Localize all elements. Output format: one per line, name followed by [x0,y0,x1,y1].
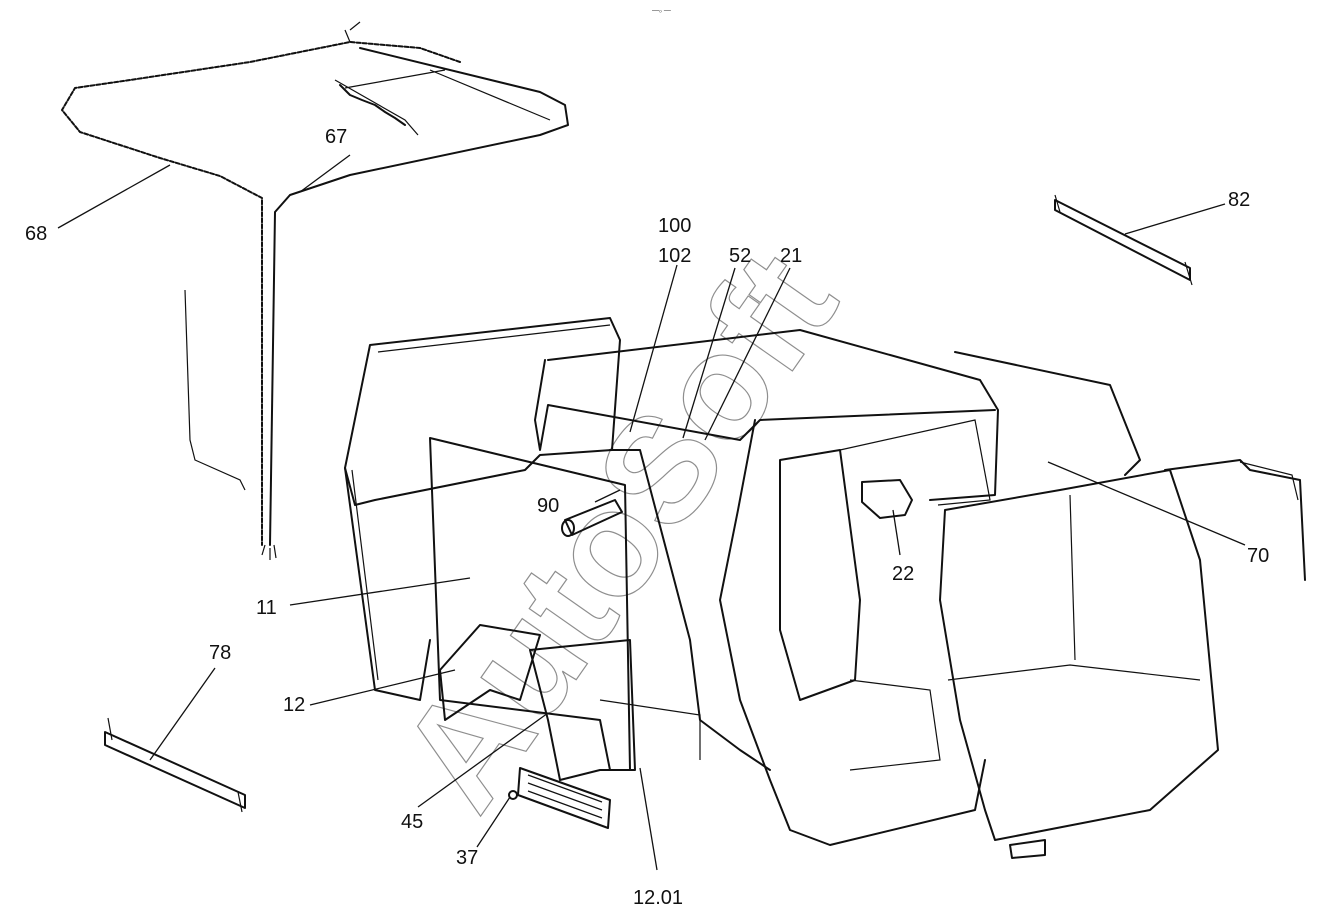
rail-82 [1054,194,1193,286]
callout-100: 100 [658,215,691,237]
wiring-harness-68 [61,21,461,560]
cylinder-90 [561,499,623,537]
callout-67: 67 [325,126,347,148]
callout-22: 22 [892,563,914,585]
leader-lines [57,154,1246,871]
motor-22 [861,479,913,519]
top-note: —₀ — [652,7,671,14]
callout-78: 78 [209,642,231,664]
callout-90: 90 [537,495,559,517]
svg-text:AutoSoft: AutoSoft [367,223,868,838]
watermark: AutoSoft [366,222,868,838]
grille-37 [508,767,611,829]
cab-door-right [939,469,1219,859]
callout-labels: 68 67 100 102 52 21 82 90 22 70 11 78 12… [25,126,1269,909]
callout-21: 21 [780,245,802,267]
callout-12-01: 12.01 [633,887,683,909]
callout-12: 12 [283,694,305,716]
callout-37: 37 [456,847,478,869]
callout-68: 68 [25,223,47,245]
callout-70: 70 [1247,545,1269,567]
wiring-harness-67 [184,47,569,546]
callout-82: 82 [1228,189,1250,211]
callout-45: 45 [401,811,423,833]
rail-78 [104,717,246,813]
callout-11: 11 [256,597,277,619]
callout-52: 52 [729,245,751,267]
panel-12-01 [529,639,636,781]
callout-102: 102 [658,245,691,267]
rear-window-panel [954,351,1306,581]
